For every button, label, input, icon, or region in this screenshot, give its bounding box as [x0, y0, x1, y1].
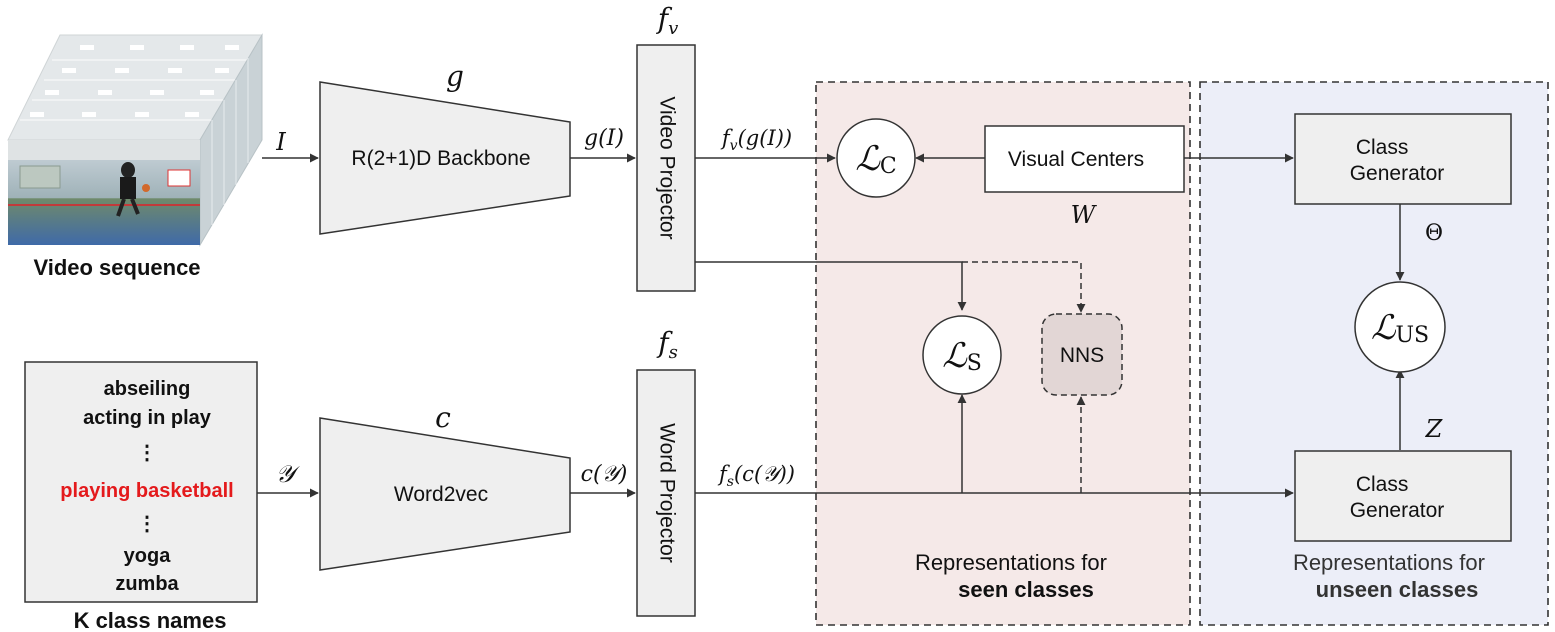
input-label-y: 𝒴 [276, 460, 301, 488]
class-name-item: yoga [124, 545, 172, 567]
video-projector-label: Video Projector [655, 96, 678, 239]
theta-label: Θ [1425, 221, 1443, 246]
word-projector-output-label: fs(c(𝒴)) [717, 462, 795, 490]
loss-lus-label: ℒUS [1371, 308, 1429, 348]
loss-lus-circle [1354, 281, 1446, 373]
visual-centers-symbol: W [1071, 201, 1098, 229]
class-name-item: zumba [115, 573, 179, 595]
video-projector-symbol: fv [656, 2, 679, 39]
loss-ls-label: ℒS [942, 336, 982, 376]
class-name-item: ⋮ [137, 513, 157, 535]
loss-lc-circle [836, 118, 916, 198]
class-name-item: acting in play [83, 407, 212, 429]
word2vec-symbol: c [435, 401, 451, 434]
class-generator-top-block [1294, 113, 1512, 205]
class-name-item: abseiling [104, 378, 191, 400]
video-sequence-cube [7, 33, 263, 247]
input-label-i: I [275, 128, 286, 156]
unseen-region-caption: Representations for unseen classes [1293, 550, 1491, 602]
dashed-projector-to-nns [962, 261, 1086, 313]
backbone-output-label: g(I) [584, 126, 624, 151]
z-label: Z [1425, 415, 1444, 443]
nns-label: NNS [1060, 344, 1104, 367]
seen-region-caption: Representations for seen classes [915, 550, 1113, 602]
loss-lc-label: ℒC [855, 139, 896, 179]
class-names-list: abseiling acting in play ⋮ playing basketba… [60, 378, 233, 595]
video-sequence-caption: Video sequence [33, 255, 200, 280]
word2vec-block [319, 417, 571, 571]
class-generator-bottom-block [1294, 450, 1512, 542]
class-name-item: ⋮ [137, 442, 157, 464]
word-projector-label: Word Projector [655, 423, 678, 563]
visual-centers-label: Visual Centers [1008, 148, 1144, 171]
word-projector-block [636, 369, 696, 617]
backbone-block [319, 81, 571, 235]
word-projector-symbol: fs [656, 326, 678, 363]
class-name-item: playing basketball [60, 480, 233, 502]
video-projector-block [636, 44, 696, 292]
nns-block [1041, 313, 1123, 396]
word2vec-output-label: c(𝒴) [581, 462, 628, 487]
class-generator-bottom-label: Class Generator [1350, 473, 1445, 522]
backbone-symbol: g [446, 60, 464, 93]
video-projector-output-label: fv(g(I)) [720, 126, 792, 154]
class-names-box [24, 361, 258, 603]
word2vec-label: Word2vec [394, 483, 488, 506]
backbone-label: R(2+1)D Backbone [351, 147, 530, 170]
class-generator-top-label: Class Generator [1350, 136, 1445, 185]
loss-ls-circle [922, 315, 1002, 395]
visual-centers-block [984, 125, 1185, 193]
class-names-caption: K class names [74, 608, 227, 632]
